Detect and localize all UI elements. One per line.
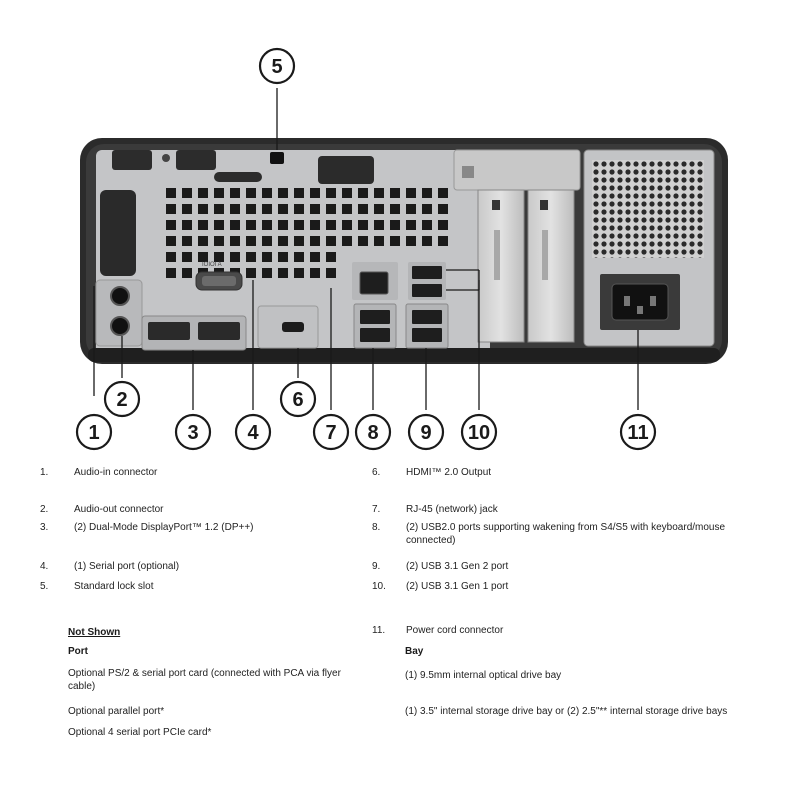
callouts: 12 3 4 5 67 8 9 10 11	[75, 47, 657, 451]
legend-item: 2. Audio-out connector	[40, 503, 360, 516]
callout-label: 9	[420, 422, 431, 444]
bay-item-1: (1) 9.5mm internal optical drive bay	[405, 670, 562, 681]
vent-grid	[166, 188, 448, 278]
legend-text: HDMI™ 2.0 Output	[406, 467, 492, 478]
callout-label: 5	[271, 56, 282, 78]
callout-2: 2	[103, 380, 141, 418]
legend-text: (2) USB 3.1 Gen 1 port	[406, 581, 509, 592]
expansion-slots	[453, 149, 581, 343]
serial-port-label: IOIOI A	[202, 262, 222, 268]
callout-label: 10	[468, 422, 490, 444]
callout-label: 3	[187, 422, 198, 444]
callout-9: 9	[407, 413, 445, 451]
legend-number: 9.	[372, 561, 381, 572]
displayport-2[interactable]	[198, 322, 240, 340]
callout-11: 11	[619, 413, 657, 451]
port-heading: Port	[68, 646, 88, 657]
bay-heading: Bay	[405, 646, 424, 657]
callout-label: 8	[367, 422, 378, 444]
bay-item-2: (1) 3.5" internal storage drive bay or (…	[405, 706, 728, 717]
callout-label: 4	[247, 422, 259, 444]
lock-slot[interactable]	[270, 152, 284, 164]
legend-item: 10. (2) USB 3.1 Gen 1 port	[372, 580, 752, 593]
serial-port[interactable]	[195, 271, 243, 291]
legend-number: 4.	[40, 561, 49, 572]
legend-item: 9. (2) USB 3.1 Gen 2 port	[372, 560, 752, 573]
usb31-gen2-ports[interactable]	[405, 303, 449, 349]
not-shown-heading: Not Shown	[68, 627, 121, 638]
legend-text: RJ-45 (network) jack	[406, 504, 498, 515]
callout-label: 7	[325, 422, 336, 444]
displayport-1[interactable]	[148, 322, 190, 340]
hdmi-port[interactable]	[282, 322, 304, 332]
callout-label: 2	[116, 389, 127, 411]
legend-text: Power cord connector	[406, 625, 504, 636]
legend-number: 6.	[372, 467, 381, 478]
legend-text: Audio-in connector	[74, 467, 158, 478]
legend-number: 10.	[372, 581, 386, 592]
legend-number: 8.	[372, 522, 381, 533]
power-connector[interactable]	[611, 283, 669, 321]
callout-5: 5	[258, 47, 296, 85]
callout-6: 6	[279, 380, 317, 418]
audio-out-jack[interactable]	[110, 316, 130, 336]
legend-item: 7. RJ-45 (network) jack	[372, 503, 752, 516]
not-shown-port-item-3: Optional 4 serial port PCIe card*	[68, 727, 212, 738]
legend-number: 3.	[40, 522, 49, 533]
callout-3: 3	[174, 413, 212, 451]
not-shown-port-item-1: Optional PS/2 & serial port card (connec…	[68, 668, 341, 692]
callout-label: 1	[88, 422, 99, 444]
legend-item: 3. (2) Dual-Mode DisplayPort™ 1.2 (DP++)	[40, 521, 360, 534]
audio-bracket	[95, 190, 143, 347]
legend-item: 5. Standard lock slot	[40, 580, 360, 593]
legend-number: 5.	[40, 581, 49, 592]
callout-8: 8	[354, 413, 392, 451]
legend-text: Audio-out connector	[74, 504, 164, 515]
legend-item: 8. (2) USB2.0 ports supporting wakening …	[372, 521, 752, 547]
leader-lines	[93, 88, 639, 410]
rear-panel-diagram: IOIOI A	[75, 47, 728, 451]
legend-number: 1.	[40, 467, 49, 478]
legend-item: 11. Power cord connector	[372, 624, 752, 637]
callout-10: 10	[460, 413, 498, 451]
audio-in-jack[interactable]	[110, 286, 130, 306]
callout-label: 11	[627, 422, 648, 444]
legend-text: (2) USB 3.1 Gen 2 port	[406, 561, 509, 572]
legend-number: 2.	[40, 504, 49, 515]
callout-1: 1	[75, 413, 113, 451]
legend-text: (1) Serial port (optional)	[74, 561, 180, 572]
legend-item: 6. HDMI™ 2.0 Output	[372, 466, 752, 479]
legend-item: 4. (1) Serial port (optional)	[40, 560, 360, 573]
usb31-gen1-ports[interactable]	[408, 262, 446, 300]
legend-number: 11.	[372, 625, 386, 636]
legend-text: (2) Dual-Mode DisplayPort™ 1.2 (DP++)	[74, 522, 254, 533]
rj45-jack[interactable]	[359, 271, 389, 295]
legend-item: 1. Audio-in connector	[40, 466, 360, 479]
callout-7: 7	[312, 413, 350, 451]
callout-4: 4	[234, 413, 272, 451]
legend-number: 7.	[372, 504, 381, 515]
usb2-ports[interactable]	[353, 303, 397, 349]
legend-text: Standard lock slot	[74, 581, 154, 592]
not-shown-port-item-2: Optional parallel port*	[68, 706, 165, 717]
legend-text: (2) USB2.0 ports supporting wakening fro…	[406, 522, 726, 546]
callout-label: 6	[292, 389, 303, 411]
